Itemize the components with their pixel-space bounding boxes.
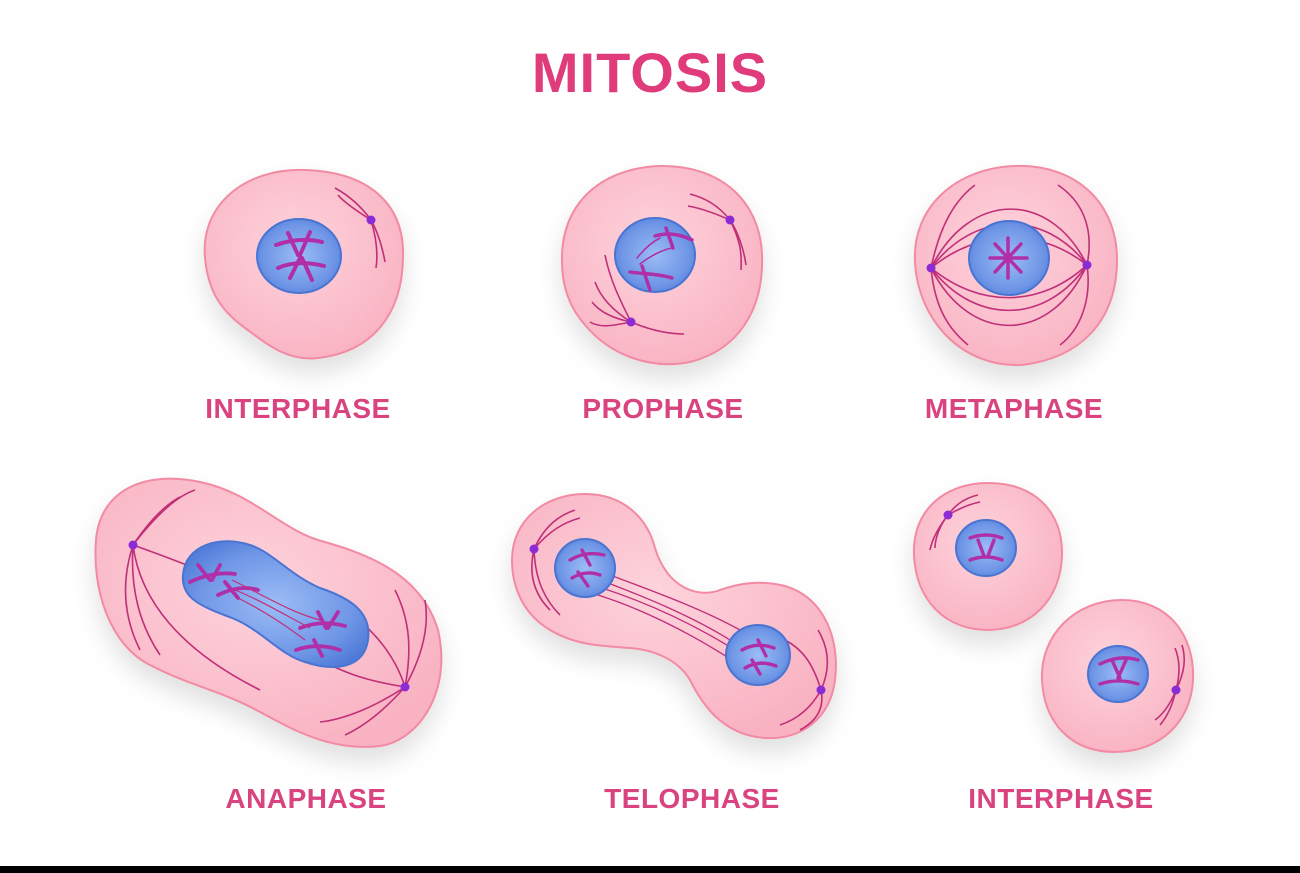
chromosomes xyxy=(968,533,1004,562)
nucleus xyxy=(955,519,1017,577)
cell-prophase xyxy=(560,164,764,366)
spindle-fibers xyxy=(589,193,747,335)
nucleus-lower xyxy=(725,624,791,686)
chromosomes xyxy=(274,230,326,282)
label-telophase: TELOPHASE xyxy=(604,783,780,814)
chromosomes xyxy=(568,548,778,676)
cell-interphase-2-upper xyxy=(912,481,1064,632)
spindle-fibers xyxy=(531,509,829,731)
label-interphase-1: INTERPHASE xyxy=(205,393,391,424)
centrosome xyxy=(128,540,138,550)
centrosome xyxy=(400,682,410,692)
cell-interphase-2-lower xyxy=(1040,598,1195,754)
label-interphase-2: INTERPHASE xyxy=(968,783,1154,814)
label-prophase: PROPHASE xyxy=(582,393,744,424)
centrosome xyxy=(1171,685,1181,695)
page-title: MITOSIS xyxy=(531,41,769,104)
chromosomes xyxy=(628,226,694,292)
chromosomes xyxy=(988,236,1029,280)
centrosome xyxy=(626,317,636,327)
label-anaphase: ANAPHASE xyxy=(225,783,387,814)
cell-anaphase xyxy=(94,477,443,748)
cell-metaphase xyxy=(913,164,1119,367)
centrosome xyxy=(1082,260,1092,270)
centrosome xyxy=(816,685,826,695)
midbody-threads xyxy=(597,574,741,661)
centrosome xyxy=(926,263,936,273)
chromosomes xyxy=(1098,656,1140,686)
centrosome xyxy=(529,544,539,554)
centrosome xyxy=(725,215,735,225)
cell-telophase xyxy=(510,492,837,740)
spindle-fibers xyxy=(930,184,1090,346)
label-metaphase: METAPHASE xyxy=(924,393,1104,424)
cell-interphase-1 xyxy=(203,168,405,360)
nucleus-upper xyxy=(554,538,616,598)
centrosome xyxy=(366,215,376,225)
chromosomes xyxy=(188,563,347,658)
bottom-border xyxy=(0,866,1300,873)
chromosome-threads xyxy=(231,579,321,641)
centrosome xyxy=(943,510,953,520)
